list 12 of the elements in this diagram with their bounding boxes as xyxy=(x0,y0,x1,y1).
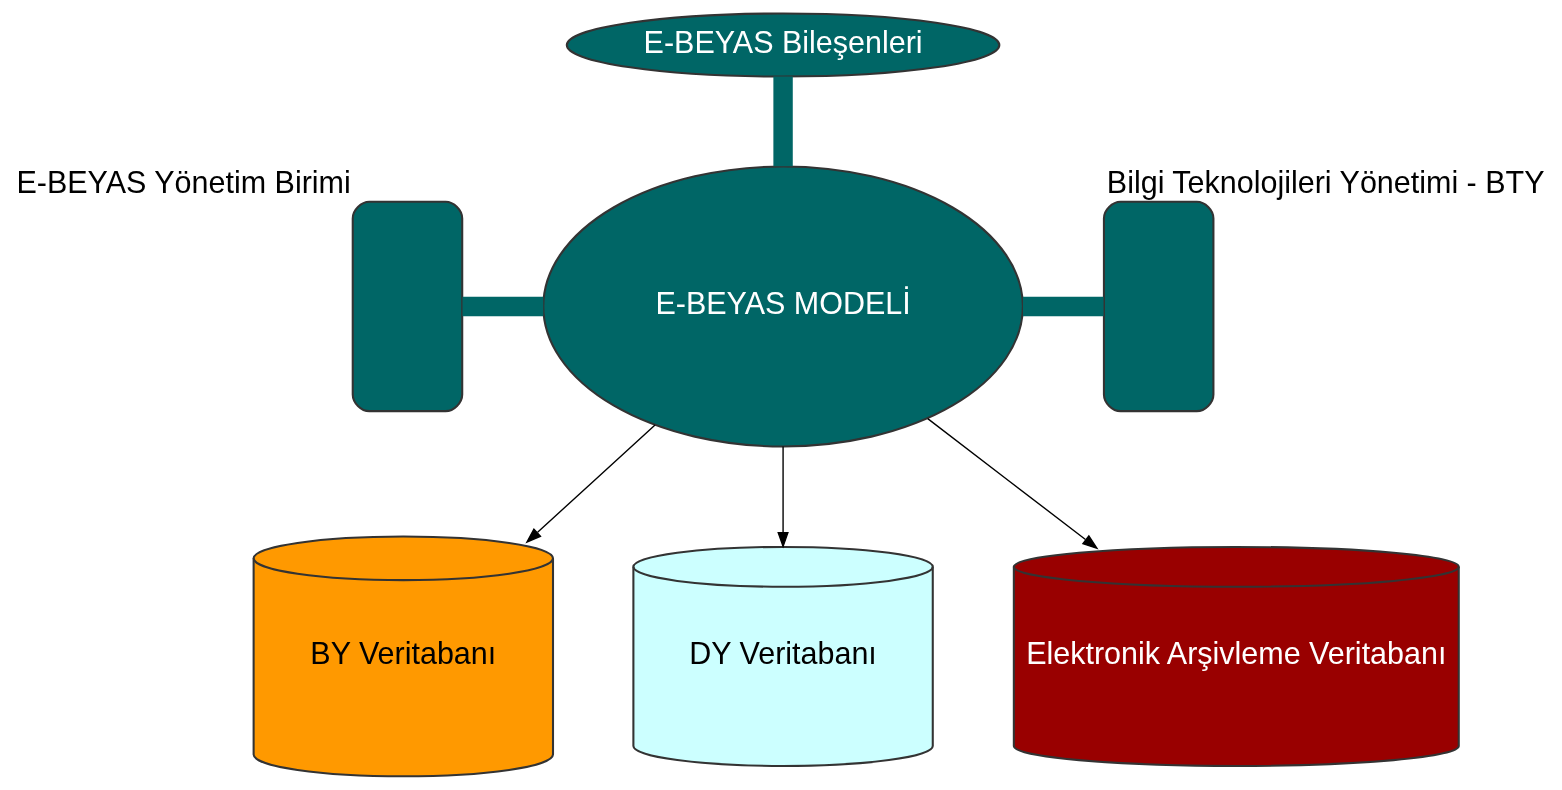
node-label: Bilgi Teknolojileri Yönetimi - BTY xyxy=(1106,164,1545,199)
node-ellipse: E-BEYAS Bileşenleri xyxy=(565,12,1001,78)
node-ellipse: E-BEYAS MODELİ xyxy=(542,165,1024,448)
node-box xyxy=(1102,200,1215,413)
node-box xyxy=(351,200,464,413)
connector xyxy=(773,76,793,167)
arrow xyxy=(525,424,656,544)
arrow xyxy=(927,417,1099,550)
arrow xyxy=(777,445,789,549)
connector xyxy=(462,296,544,317)
node-label: E-BEYAS Yönetim Birimi xyxy=(16,164,351,199)
connector xyxy=(1022,296,1104,317)
